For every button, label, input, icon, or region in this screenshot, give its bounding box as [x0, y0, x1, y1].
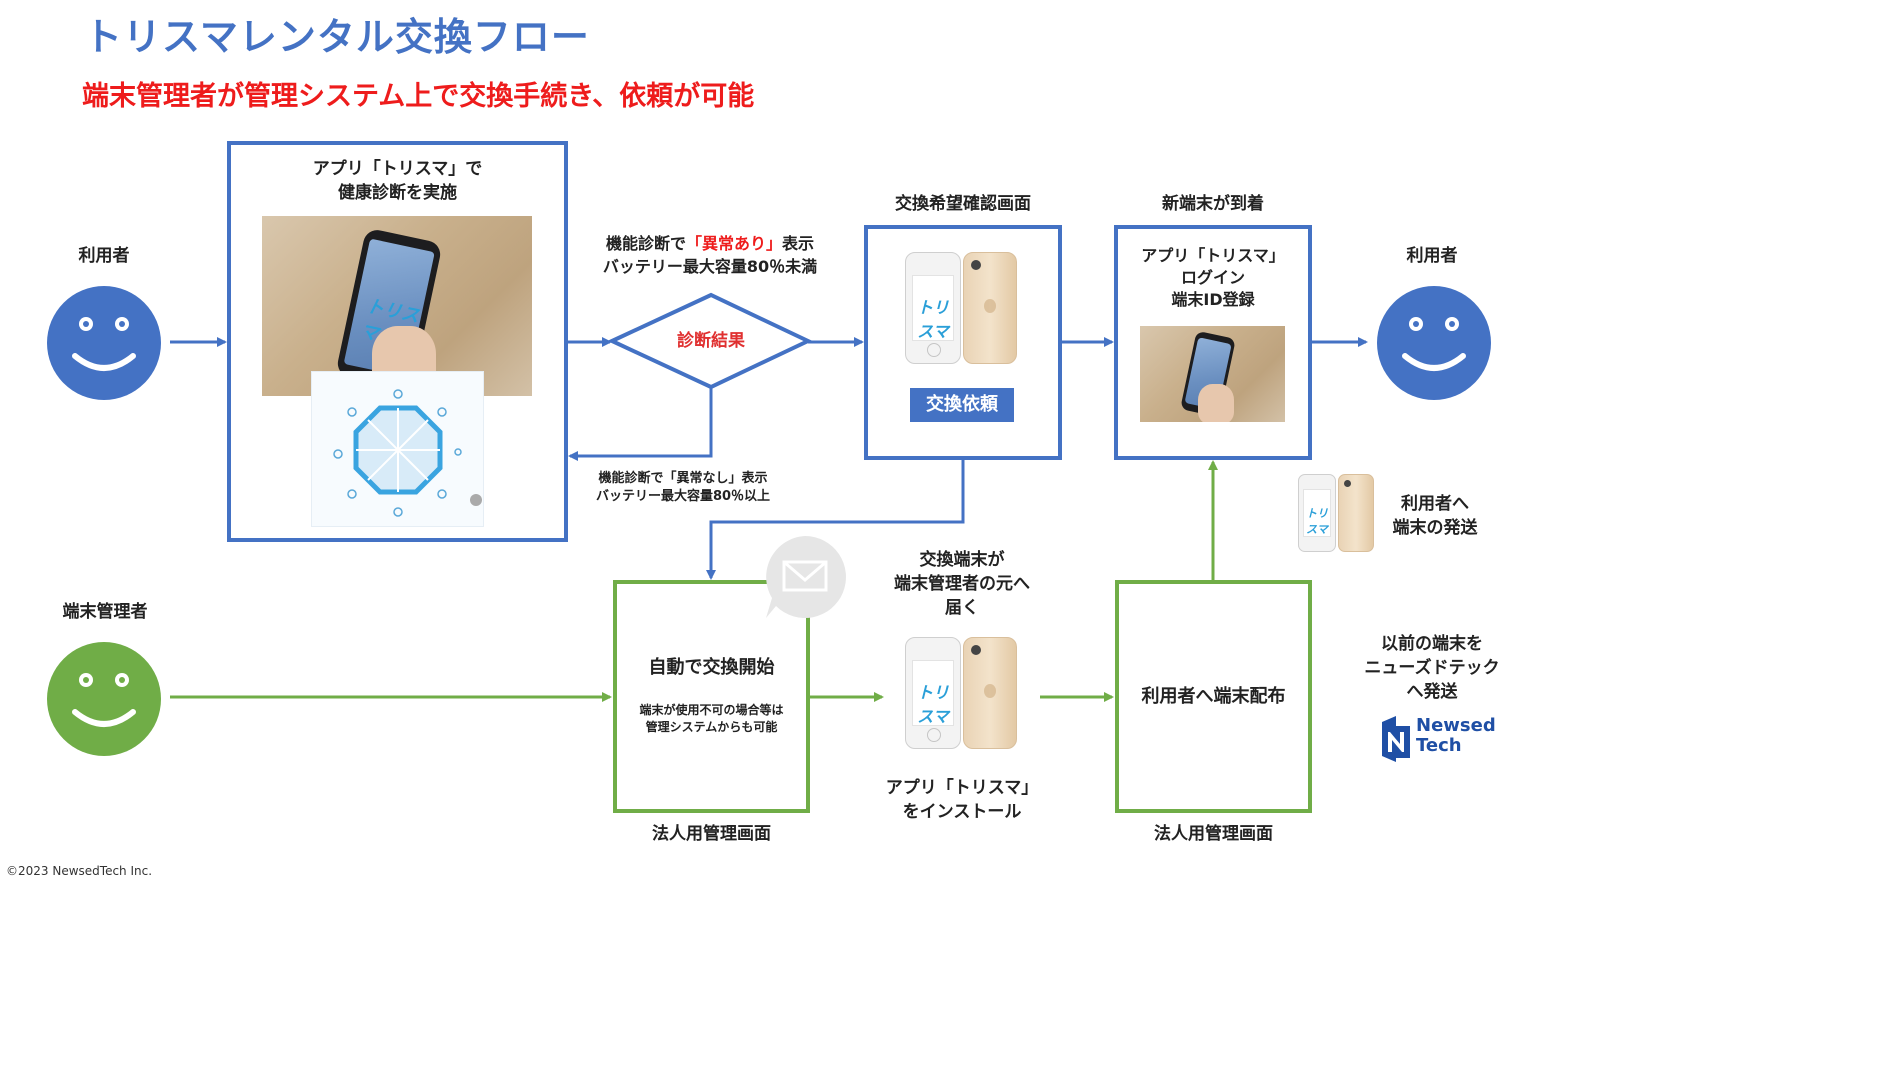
abnormal-condition-line2: バッテリー最大容量80％未満 [602, 257, 818, 276]
smartphone-icon: トリスマ [905, 637, 1017, 749]
ship-to-user-line1: 利用者へ [1401, 494, 1469, 514]
diagnosis-octagon-icon [333, 389, 482, 517]
admin-receive-line1: 交換端末が [919, 550, 1005, 570]
auto-exchange-title: 自動で交換開始 [648, 657, 775, 678]
user-left-label: 利用者 [78, 246, 130, 266]
distribute-box [1115, 580, 1312, 813]
auto-exchange-caption: 法人用管理画面 [652, 824, 771, 844]
return-old-line2: ニューズドテック [1364, 658, 1500, 678]
abnormal-suffix: 表示 [782, 234, 815, 253]
auto-exchange-note2: 管理システムからも可能 [645, 720, 778, 734]
mail-envelope-icon [766, 536, 846, 618]
abnormal-condition-line1: 機能診断で「異常あり」表示 [585, 232, 835, 256]
new-device-line2: ログイン [1180, 268, 1245, 287]
normal-condition-line1: 機能診断で「異常なし」表示 [598, 471, 768, 486]
admin-label: 端末管理者 [62, 602, 148, 622]
user-right-label: 利用者 [1406, 246, 1458, 266]
diagnosis-screen [311, 371, 484, 527]
hand-holding-phone-photo [1140, 326, 1285, 422]
abnormal-prefix: 機能診断で [605, 234, 686, 253]
diamond-label: 診断結果 [677, 331, 745, 351]
arrow-diamond-back-to-app [568, 388, 713, 461]
smartphone-icon: トリスマ [905, 252, 1017, 364]
return-old-line3: へ発送 [1406, 682, 1458, 702]
new-device-caption: 新端末が到着 [1162, 194, 1264, 214]
smiley-face-icon [47, 642, 161, 756]
arrow-confirm-to-auto-exchange [706, 460, 965, 580]
diagnosis-result-diamond [607, 292, 813, 390]
abnormal-highlight: 「異常あり」 [685, 234, 782, 253]
new-device-line3: 端末ID登録 [1171, 290, 1255, 309]
smiley-face-icon [1377, 286, 1491, 400]
smartphone-icon: トリスマ [1298, 474, 1374, 552]
distribute-caption: 法人用管理画面 [1154, 824, 1273, 844]
brand-word2: Tech [1416, 735, 1462, 756]
return-old-line1: 以前の端末を [1381, 634, 1483, 654]
new-device-line1: アプリ「トリスマ」 [1141, 246, 1285, 265]
app-health-check-line2: 健康診断を実施 [338, 183, 457, 203]
install-line1: アプリ「トリスマ」 [885, 778, 1039, 798]
device-app-logo: トリスマ [1306, 507, 1328, 536]
exchange-confirm-caption: 交換希望確認画面 [895, 194, 1031, 214]
normal-condition-line2: バッテリー最大容量80％以上 [595, 489, 771, 504]
admin-receive-line3: 届く [945, 598, 979, 618]
device-app-logo: トリスマ [916, 683, 949, 726]
exchange-request-button[interactable]: 交換依頼 [910, 388, 1014, 422]
smiley-face-icon [47, 286, 161, 400]
page-title: トリスマレンタル交換フロー [84, 15, 590, 59]
distribute-title: 利用者へ端末配布 [1141, 686, 1286, 707]
hand-holding-phone-photo: トリスマ [262, 216, 532, 396]
app-health-check-line1: アプリ「トリスマ」で [312, 159, 483, 179]
device-app-logo: トリスマ [916, 298, 949, 341]
ship-to-user-line2: 端末の発送 [1392, 518, 1478, 538]
brand-word1: Newsed [1416, 715, 1496, 736]
auto-exchange-box [613, 580, 810, 813]
admin-receive-line2: 端末管理者の元へ [894, 574, 1030, 594]
page-subtitle: 端末管理者が管理システム上で交換手続き、依頼が可能 [82, 81, 755, 112]
install-line2: をインストール [902, 802, 1022, 822]
copyright: ©2023 NewsedTech Inc. [6, 864, 153, 878]
newsedtech-logo-icon: Newsed Tech [1376, 714, 1500, 764]
auto-exchange-note1: 端末が使用不可の場合等は [639, 703, 784, 717]
flow-connectors [170, 292, 1368, 702]
